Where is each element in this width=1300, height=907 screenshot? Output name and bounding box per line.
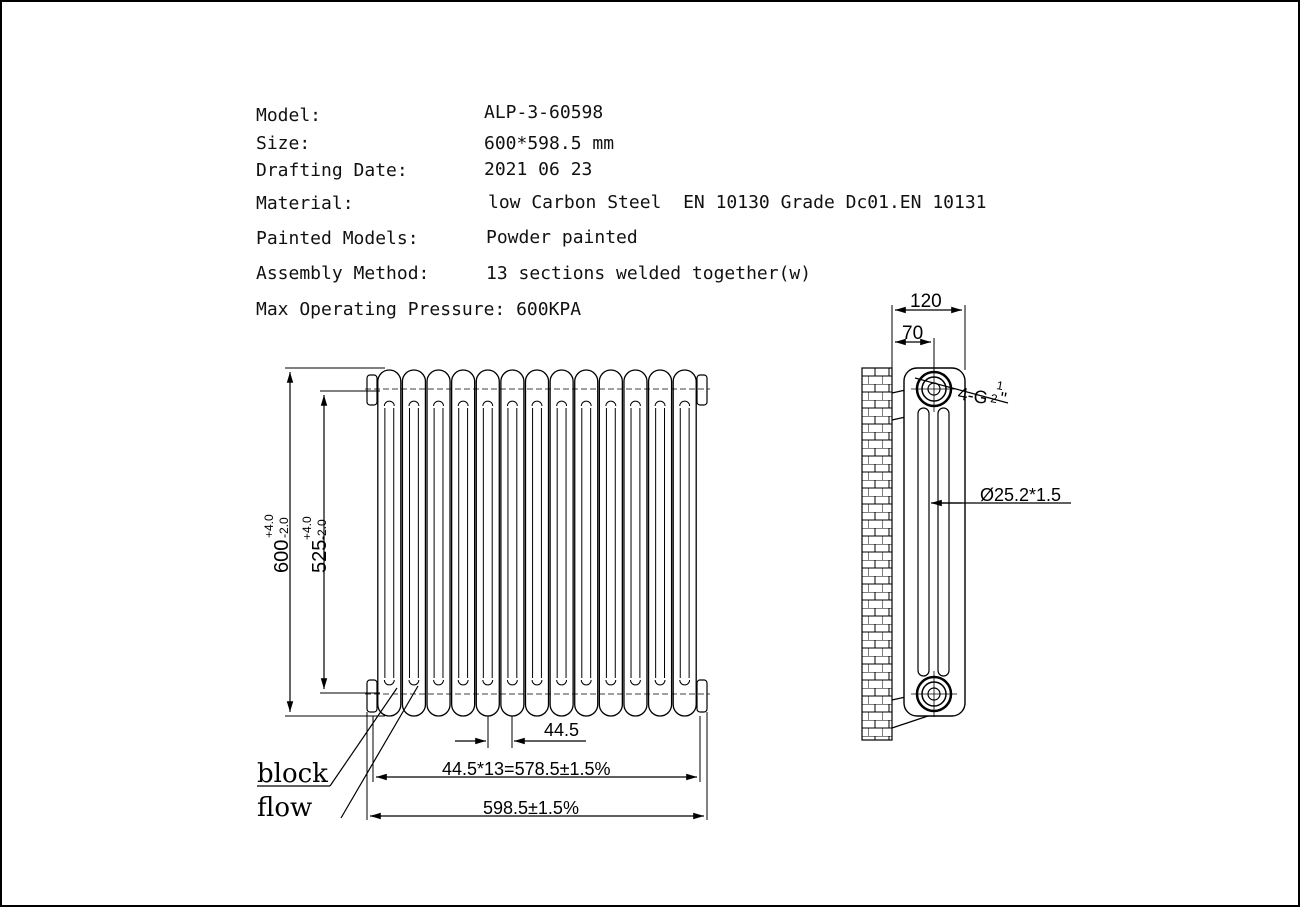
center-distance-dimension: 525 +4.0 -2.0	[300, 390, 380, 694]
height-tol-plus: +4.0	[262, 514, 276, 538]
max-pressure-text: Max Operating Pressure: 600KPA	[256, 299, 582, 320]
radiator-section	[598, 369, 624, 717]
thread-callout: 4-G 1 2 "	[914, 377, 1009, 409]
flow-label: flow	[257, 793, 312, 823]
material-value: low Carbon Steel EN 10130 Grade Dc01.EN …	[488, 192, 987, 213]
offset-dimension: 70	[895, 323, 935, 372]
pitch-dimension: 44.5	[455, 716, 586, 748]
overall-width-dimension: 598.5±1.5%	[366, 712, 708, 820]
radiator-section	[426, 369, 451, 717]
plug-bottom-left	[366, 679, 378, 713]
painted-models-value: Powder painted	[486, 227, 638, 248]
material-label: Material:	[256, 193, 354, 214]
drafting-date-value: 2021 06 23	[484, 159, 593, 180]
radiator-section	[647, 369, 673, 717]
size-label: Size:	[256, 133, 311, 154]
radiator-sections	[377, 369, 697, 717]
tube-spec-callout: Ø25.2*1.5	[931, 485, 1071, 507]
radiator-section	[401, 369, 427, 717]
radiator-section	[549, 369, 574, 717]
centers-tol-minus: -2.0	[315, 519, 329, 540]
depth-total-text: 120	[910, 291, 942, 312]
tube-spec-text: Ø25.2*1.5	[980, 485, 1061, 505]
painted-models-label: Painted Models:	[256, 228, 419, 249]
size-value: 600*598.5 mm	[484, 133, 615, 154]
centers-tol-plus: +4.0	[300, 516, 314, 540]
brick-wall	[861, 367, 893, 741]
radiator-section	[574, 369, 599, 717]
overall-width-text: 598.5±1.5%	[483, 798, 579, 818]
plug-top-left	[366, 374, 378, 406]
radiator-section	[672, 369, 697, 717]
assembly-method-label: Assembly Method:	[256, 263, 430, 284]
pitch-total-text: 44.5*13=578.5±1.5%	[442, 759, 611, 779]
radiator-section	[623, 369, 648, 717]
radiator-section	[500, 369, 525, 717]
drafting-date-label: Drafting Date:	[256, 160, 408, 181]
height-tol-minus: -2.0	[277, 517, 291, 538]
thread-suffix: "	[998, 388, 1008, 409]
depth-dimension: 120	[891, 291, 966, 370]
assembly-method-value: 13 sections welded together(w)	[486, 263, 812, 284]
offset-text: 70	[902, 323, 923, 344]
bottom-connection	[911, 671, 957, 717]
radiator-section	[524, 369, 550, 717]
radiator-side-profile	[903, 367, 966, 717]
side-tube-2	[937, 407, 950, 677]
pitch-text: 44.5	[544, 720, 579, 740]
thread-numerator: 1	[995, 378, 1004, 393]
model-value: ALP-3-60598	[484, 102, 604, 123]
height-dimension: 600 +4.0 -2.0	[262, 367, 385, 717]
radiator-section	[475, 369, 500, 717]
radiator-section	[450, 369, 476, 717]
block-flow-labels: block flow	[257, 685, 419, 823]
front-view: 600 +4.0 -2.0 525 +4.0 -2.0 44.5 44.5*13	[257, 367, 710, 823]
side-view: 120 70 4-G 1 2 " Ø25.2*1.5	[861, 291, 1071, 741]
plug-bottom-right	[696, 679, 708, 713]
thread-denominator: 2	[989, 391, 998, 406]
height-main-text: 600	[271, 540, 293, 573]
plug-top-right	[696, 374, 708, 406]
pitch-total-dimension: 44.5*13=578.5±1.5%	[372, 716, 701, 782]
model-label: Model:	[256, 105, 322, 126]
side-tube-1	[917, 407, 930, 677]
centers-main-text: 525	[309, 540, 331, 573]
radiator-section	[377, 369, 402, 717]
block-label: block	[257, 759, 328, 789]
